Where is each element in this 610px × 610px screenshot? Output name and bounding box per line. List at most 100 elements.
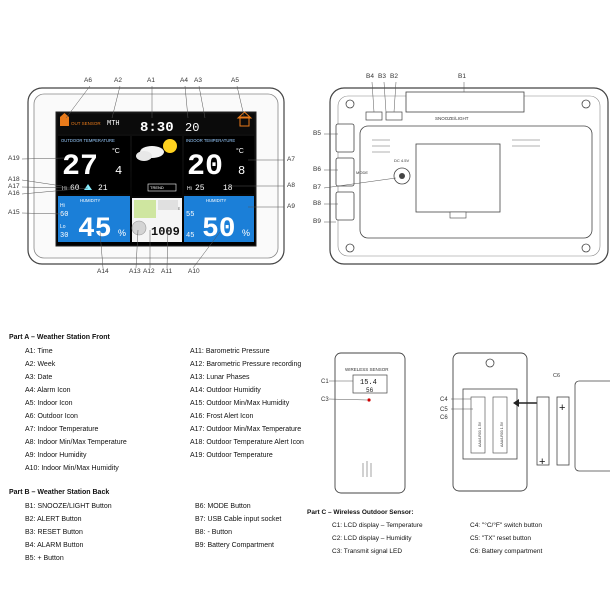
callout-a7: A7: [287, 156, 295, 163]
part-c-item: C3: Transmit signal LED: [332, 548, 403, 555]
sensor-lcd-temp: 15.4: [360, 379, 377, 387]
callout-a10: A10: [188, 268, 200, 275]
sensor-batt2-label: AAA/LR03 1.5V: [500, 421, 504, 447]
vents: [372, 139, 540, 153]
callout-b9: B9: [313, 218, 321, 225]
outdoor-humidity-title: HUMIDITY: [80, 198, 100, 203]
indoor-humidity-pct: %: [242, 228, 250, 238]
callout-a15: A15: [8, 209, 20, 216]
part-b-title: Part B – Weather Station Back: [9, 489, 110, 496]
back-unit: SNOOZE/LIGHT MODE DC 4.5V: [323, 81, 609, 265]
time-text: 8:30: [140, 120, 174, 136]
back-leader-lines: [323, 81, 465, 223]
callout-c1: C1: [321, 379, 329, 385]
part-a-item: A8: Indoor Min/Max Temperature: [25, 439, 127, 446]
moon-phase-icon: [131, 220, 147, 236]
mode-text: MODE: [356, 170, 368, 175]
product-diagram: OUT SENSOR MTH 8:30 20 OUTDOOR TEMPERATU…: [21, 81, 609, 269]
part-a-item: A6: Outdoor Icon: [25, 413, 78, 420]
callout-c3: C3: [321, 397, 329, 403]
part-a-item: A13: Lunar Phases: [190, 374, 250, 381]
indoor-icon: [239, 116, 250, 127]
callout-b2: B2: [390, 73, 398, 80]
part-a-item: A10: Indoor Min/Max Humidity: [25, 465, 119, 472]
part-a-item: A17: Outdoor Min/Max Temperature: [190, 426, 302, 433]
part-a-item: A19: Outdoor Temperature: [190, 452, 273, 459]
part-a-item: A7: Indoor Temperature: [25, 426, 99, 433]
front-unit: OUT SENSOR MTH 8:30 20 OUTDOOR TEMPERATU…: [21, 85, 285, 269]
callout-a14: A14: [97, 268, 109, 275]
indoor-hum-lo: 45: [186, 232, 194, 240]
usb-label: DC 4.5V: [394, 158, 409, 163]
outdoor-hi-value: 60: [70, 184, 80, 193]
outdoor-temp-value: 27: [62, 150, 98, 184]
outdoor-hum-lo: 30: [60, 232, 68, 240]
snooze-light-bar: [405, 91, 525, 113]
part-b-item: B8: - Button: [195, 529, 232, 536]
minus-button-shape: [335, 191, 355, 221]
callout-b5: B5: [313, 130, 321, 137]
part-b-item: B4: ALARM Button: [25, 542, 84, 549]
part-c-title: Part C – Wireless Outdoor Sensor:: [307, 509, 414, 516]
callout-a1: A1: [147, 77, 155, 84]
sensor-front: [334, 352, 406, 494]
out-sensor-text: OUT SENSOR: [71, 121, 101, 126]
part-a-item: A3: Date: [25, 374, 53, 381]
callout-a8: A8: [287, 182, 295, 189]
snooze-light-text: SNOOZE/LIGHT: [435, 116, 469, 121]
outdoor-humidity-pct: %: [118, 228, 126, 238]
sensor-diagram: WIRELESS SENSOR 15.4 56 C1 C3 AAA/LR03 1…: [321, 352, 610, 494]
part-a-item: A12: Barometric Pressure recording: [190, 361, 302, 368]
callout-a4: A4: [180, 77, 188, 84]
callout-a18: A18: [8, 176, 20, 183]
part-a-item: A14: Outdoor Humidity: [190, 387, 261, 394]
callout-a13: A13: [129, 268, 141, 275]
indoor-hum-hi: 55: [186, 211, 194, 219]
part-a-item: A16: Frost Alert Icon: [190, 413, 254, 420]
indoor-hi-value: 25: [195, 184, 205, 193]
indoor-temp-value: 20: [187, 150, 223, 184]
callout-b1: B1: [458, 73, 466, 80]
part-b-item: B2: ALERT Button: [25, 516, 82, 523]
trend-label: TREND: [150, 185, 164, 190]
indoor-temp-title: INDOOR TEMPERATURE: [186, 138, 235, 143]
part-a-item: A11: Barometric Pressure: [190, 348, 270, 355]
callout-a2: A2: [114, 77, 122, 84]
part-a-item: A18: Outdoor Temperature Alert Icon: [190, 439, 304, 446]
outdoor-icon: [60, 117, 69, 126]
callout-a19: A19: [8, 155, 20, 162]
sensor-batt1-label: AAA/LR03 1.5V: [478, 421, 482, 447]
part-a-item: A5: Indoor Icon: [25, 400, 73, 407]
alert-button-shape: [385, 111, 403, 121]
part-a-item: A1: Time: [25, 348, 53, 355]
callout-b4: B4: [366, 73, 374, 80]
part-a-item: A9: Indoor Humidity: [25, 452, 87, 459]
outdoor-lo-value: 21: [98, 184, 108, 193]
part-b-item: B9: Battery Compartment: [195, 542, 274, 549]
sensor-name: WIRELESS SENSOR: [345, 367, 389, 372]
date-text: 20: [185, 121, 199, 135]
part-a-title: Part A – Weather Station Front: [9, 334, 110, 341]
callout-c4: C4: [440, 397, 448, 403]
outdoor-temp-decimal: 4: [115, 164, 122, 178]
sensor-lcd-hum: 56: [366, 387, 374, 394]
battery-2: [556, 396, 570, 466]
callout-a9: A9: [287, 203, 295, 210]
part-b-item: B1: SNOOZE/LIGHT Button: [25, 503, 112, 510]
part-c-item: C5: "TX" reset button: [470, 535, 531, 542]
outdoor-hum-hi: 60: [60, 211, 68, 219]
callout-c6: C6: [440, 415, 448, 421]
callout-b8: B8: [313, 200, 321, 207]
callout-a5: A5: [231, 77, 239, 84]
part-a-item: A15: Outdoor Min/Max Humidity: [190, 400, 290, 407]
battery-compartment: [415, 143, 501, 213]
outdoor-temp-title: OUTDOOR TEMPERATURE: [61, 138, 115, 143]
callout-a3: A3: [194, 77, 202, 84]
indoor-humidity-title: HUMIDITY: [206, 198, 226, 203]
part-c-item: C1: LCD display – Temperature: [332, 522, 423, 529]
callout-a16: A16: [8, 190, 20, 197]
callout-a11: A11: [161, 268, 173, 275]
part-b-item: B3: RESET Button: [25, 529, 83, 536]
battery-plus-2: +: [559, 402, 565, 414]
sensor-led: [367, 398, 371, 402]
